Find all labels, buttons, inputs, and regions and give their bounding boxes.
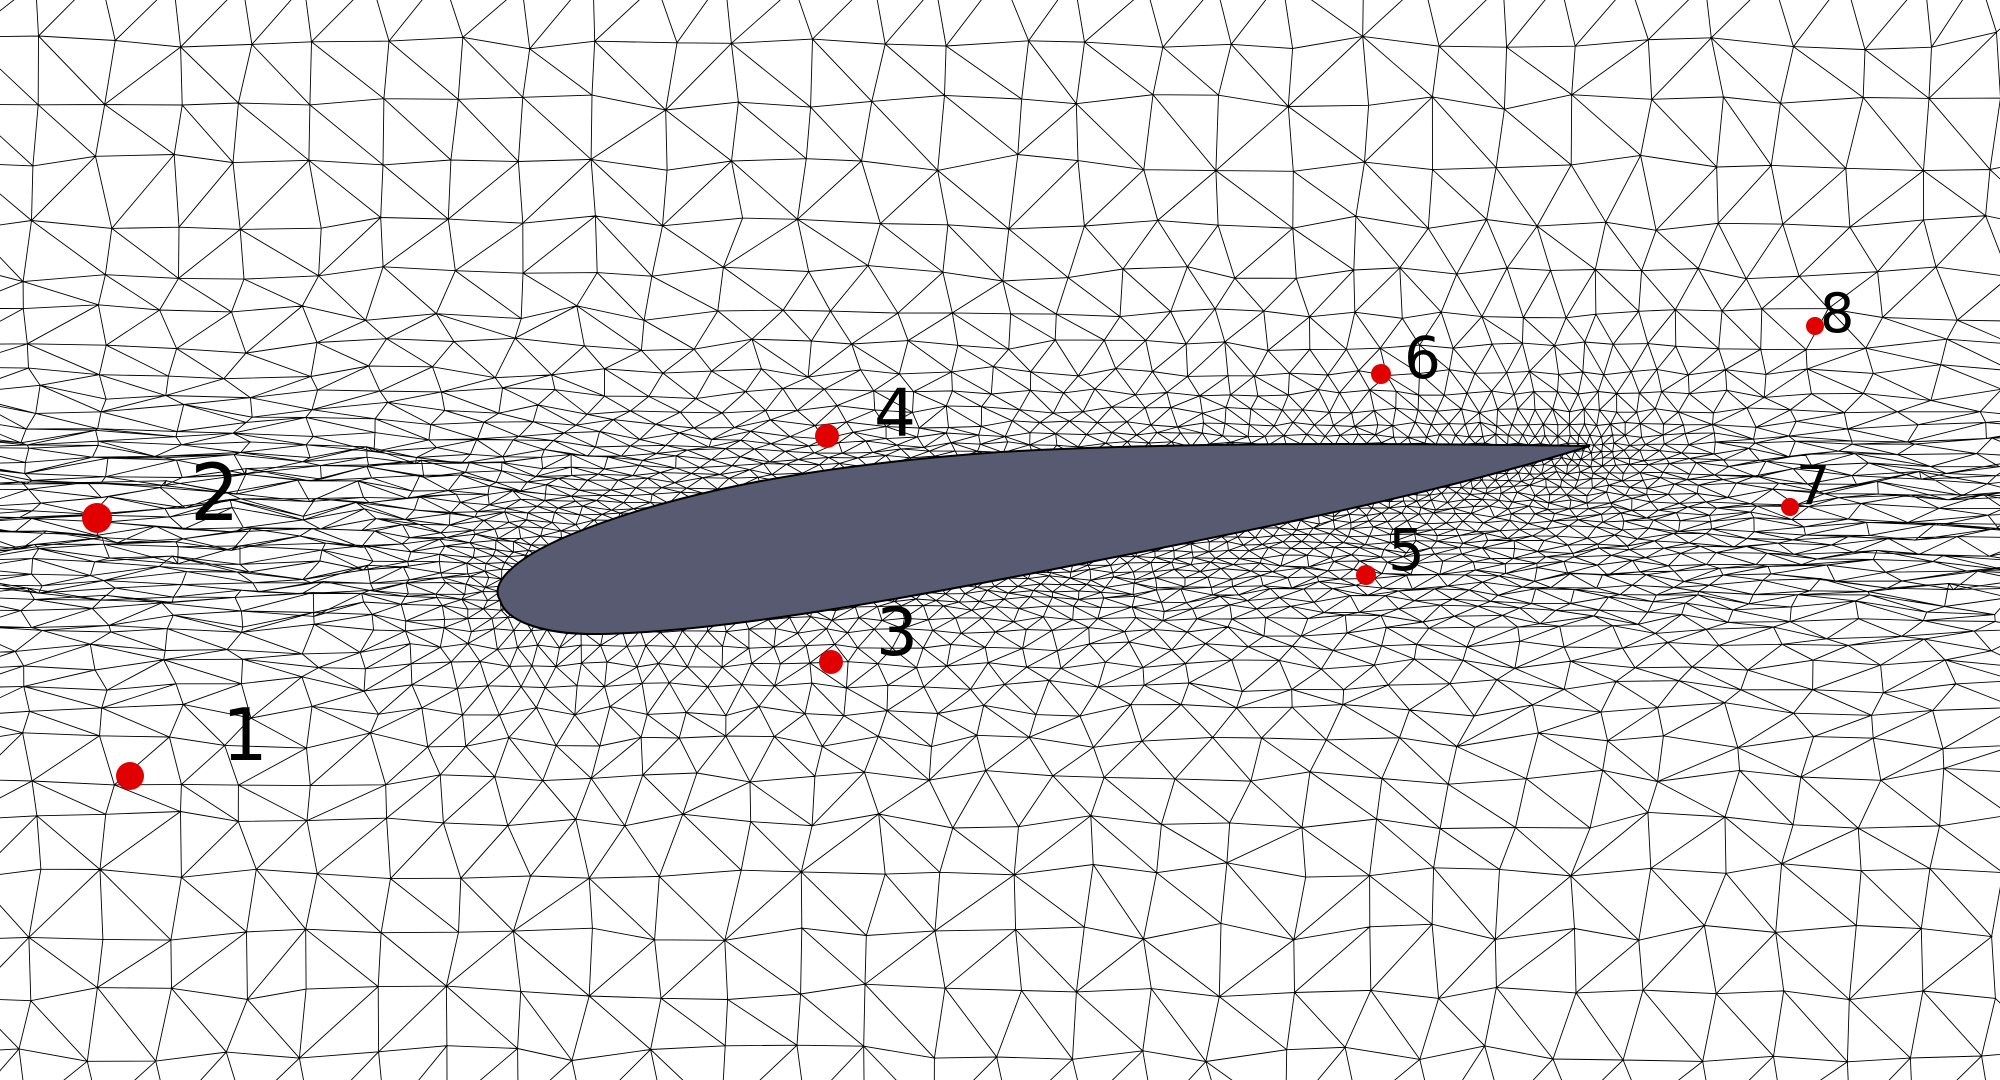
probe-marker — [82, 503, 112, 533]
probe-marker — [1356, 565, 1376, 585]
probe-2: 2 — [82, 449, 240, 539]
probe-label: 4 — [874, 375, 916, 452]
probe-marker — [1371, 364, 1391, 384]
probe-5: 5 — [1356, 516, 1425, 585]
probe-marker — [815, 424, 839, 448]
probe-points: 1 2 3 4 5 6 7 8 — [82, 282, 1854, 790]
probe-label: 6 — [1404, 324, 1441, 392]
probe-3: 3 — [819, 594, 918, 674]
probe-label: 1 — [222, 693, 268, 777]
probe-label: 7 — [1796, 454, 1830, 517]
probe-label: 5 — [1388, 516, 1425, 584]
probe-7: 7 — [1781, 454, 1830, 517]
airfoil-body — [496, 442, 1591, 636]
probe-marker — [819, 650, 843, 674]
probe-6: 6 — [1371, 324, 1441, 392]
probe-label: 8 — [1820, 282, 1854, 345]
probe-label: 3 — [876, 594, 918, 671]
probe-label: 2 — [190, 449, 240, 539]
probe-marker — [1781, 498, 1799, 516]
probe-marker — [1806, 317, 1824, 335]
probe-8: 8 — [1806, 282, 1854, 345]
probe-1: 1 — [116, 693, 268, 790]
probe-marker — [116, 762, 144, 790]
probe-4: 4 — [815, 375, 916, 452]
